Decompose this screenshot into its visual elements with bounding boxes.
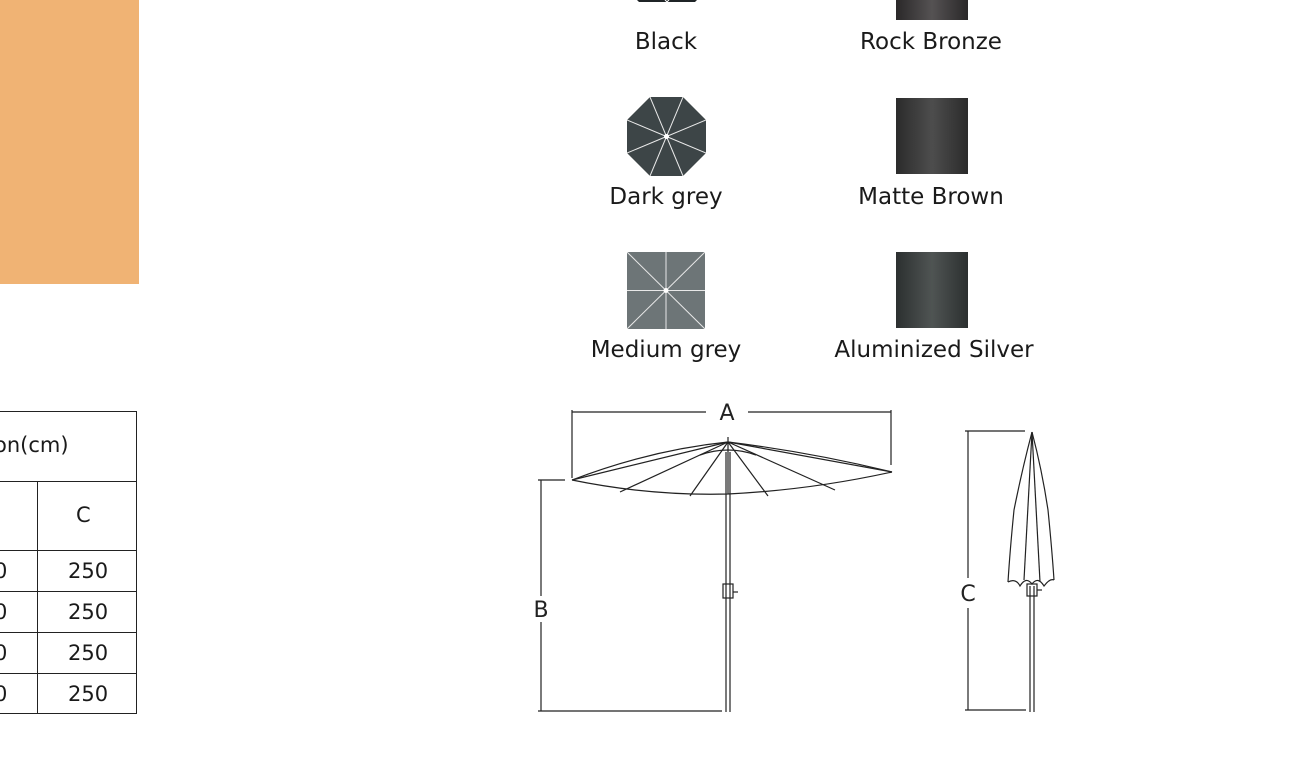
dimension-label-a: A (719, 401, 734, 426)
dimension-label-b: B (533, 598, 548, 623)
octagon-canopy-icon (627, 97, 706, 176)
canopy-label-black: Black (634, 29, 698, 55)
table-cell-c: 250 (68, 682, 109, 706)
table-cell-partial: 0 (0, 641, 8, 665)
frame-label-aluminized-silver: Aluminized Silver (834, 337, 1034, 363)
table-header-c: C (76, 503, 91, 527)
table-frame (0, 411, 137, 714)
table-title: on(cm) (0, 433, 69, 457)
octagon-canopy-icon (637, 0, 697, 3)
dimension-label-c: C (960, 582, 975, 607)
table-divider (0, 673, 137, 674)
pole-swatch-icon (896, 0, 968, 20)
canopy-label-dark-grey: Dark grey (609, 184, 723, 210)
pole-swatch-icon (896, 252, 968, 328)
table-cell-c: 250 (68, 559, 109, 583)
square-canopy-icon (627, 252, 705, 329)
table-cell-partial: 0 (0, 682, 8, 706)
table-cell-partial: 0 (0, 559, 8, 583)
orange-accent-block (0, 0, 139, 284)
canopy-label-medium-grey: Medium grey (590, 337, 742, 363)
closed-umbrella-outline (1007, 431, 1033, 583)
table-cell-c: 250 (68, 600, 109, 624)
frame-label-rock-bronze: Rock Bronze (860, 29, 1002, 55)
dimension-table: on(cm) C 0 250 0 250 0 250 0 250 (0, 411, 138, 715)
table-divider (0, 550, 137, 551)
frame-label-matte-brown: Matte Brown (858, 184, 1004, 210)
table-divider (0, 591, 137, 592)
table-cell-partial: 0 (0, 600, 8, 624)
table-column-divider (37, 481, 38, 714)
table-divider (0, 481, 137, 482)
umbrella-dimension-drawing: A B C (533, 401, 1055, 712)
table-divider (0, 632, 137, 633)
pole-swatch-icon (896, 98, 968, 174)
table-cell-c: 250 (68, 641, 109, 665)
